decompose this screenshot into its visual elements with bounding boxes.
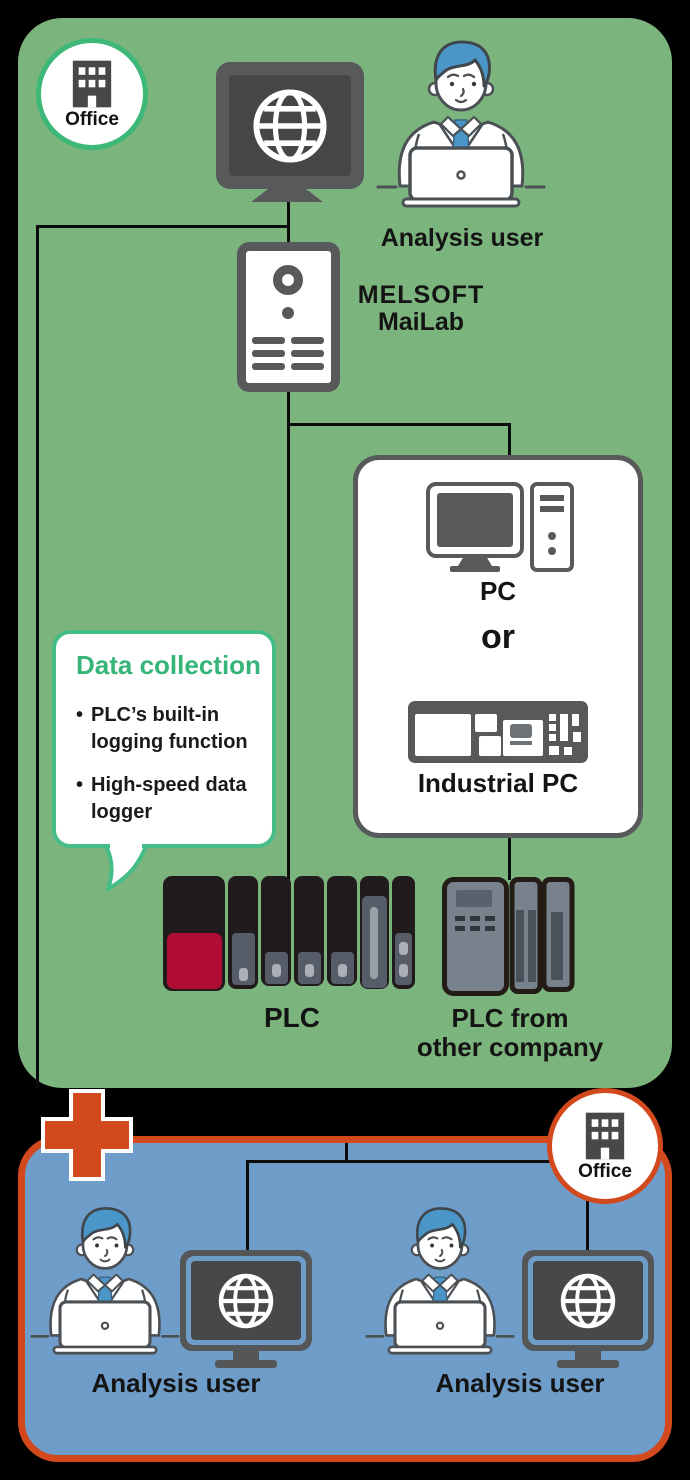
globe-icon xyxy=(556,1269,620,1333)
connector-drop-right xyxy=(586,1160,589,1255)
office-badge-bottom: Office xyxy=(547,1088,663,1204)
plc-icon xyxy=(163,876,415,991)
plc-other-company-icon xyxy=(442,877,575,996)
bullet-text: High-speed data logger xyxy=(91,774,247,823)
dashboard-monitor-screen xyxy=(229,75,351,176)
plc-other-label-line1: PLC from xyxy=(451,1003,569,1033)
bullet-icon: • xyxy=(76,774,84,796)
bullet-icon: • xyxy=(76,704,84,726)
data-collection-title: Data collection xyxy=(76,650,261,680)
analysis-monitor-right-screen xyxy=(533,1261,643,1340)
mailab-server-icon xyxy=(237,242,340,392)
device-choice-box: PC or Industrial PC xyxy=(353,455,643,838)
list-item: • High-speed data logger xyxy=(76,772,260,826)
connector-server-plc xyxy=(287,388,290,880)
building-icon xyxy=(583,1111,627,1161)
list-item: • PLC’s built-in logging function xyxy=(76,702,260,756)
connector-branch-horizontal xyxy=(287,423,511,426)
pc-icon xyxy=(426,482,574,572)
analysis-user-illustration-left xyxy=(30,1203,180,1355)
analysis-user-illustration-top xyxy=(376,36,546,208)
building-icon xyxy=(70,59,114,109)
globe-icon xyxy=(247,83,333,169)
connector-feed-vertical xyxy=(345,1143,348,1163)
server-dot xyxy=(282,307,294,319)
bullet-text: PLC’s built-in logging function xyxy=(91,704,248,753)
or-label: or xyxy=(481,618,515,656)
connector-monitor-server xyxy=(287,200,290,244)
connector-box-top xyxy=(508,423,511,457)
industrial-pc-icon xyxy=(408,701,588,763)
pc-label: PC xyxy=(479,576,517,606)
data-collection-callout: Data collection • PLC’s built-in logging… xyxy=(52,630,276,848)
connector-box-bottom xyxy=(508,834,511,880)
plc-other-company-label: PLC from other company xyxy=(400,1004,620,1062)
analysis-user-label-right: Analysis user xyxy=(435,1368,605,1398)
monitor-stand xyxy=(251,189,323,202)
server-ring xyxy=(273,265,303,295)
server-label-line1: MELSOFT xyxy=(357,281,485,309)
callout-tail-joint xyxy=(110,843,142,851)
analysis-user-illustration-right xyxy=(365,1203,515,1355)
globe-icon xyxy=(214,1269,278,1333)
connector-drop-left xyxy=(246,1160,249,1255)
office-badge-label: Office xyxy=(65,109,119,130)
office-badge-top: Office xyxy=(36,38,148,150)
callout-tail xyxy=(104,844,148,891)
mailab-server-label: MELSOFT MaiLab xyxy=(336,282,506,336)
office-badge-label: Office xyxy=(578,1161,632,1182)
analysis-user-label-left: Analysis user xyxy=(91,1368,261,1398)
connector-left-vertical xyxy=(36,225,39,1088)
plc-label: PLC xyxy=(264,1002,320,1033)
plus-icon xyxy=(41,1089,133,1181)
data-collection-list: • PLC’s built-in logging function • High… xyxy=(76,702,260,842)
server-label-line2: MaiLab xyxy=(377,308,465,336)
analysis-user-label-top: Analysis user xyxy=(380,224,544,252)
analysis-monitor-left-screen xyxy=(191,1261,301,1340)
connector-office-horizontal xyxy=(36,225,290,228)
connector-bottom-horizontal xyxy=(246,1160,590,1163)
plc-other-label-line2: other company xyxy=(416,1032,604,1062)
industrial-pc-label: Industrial PC xyxy=(417,768,579,798)
